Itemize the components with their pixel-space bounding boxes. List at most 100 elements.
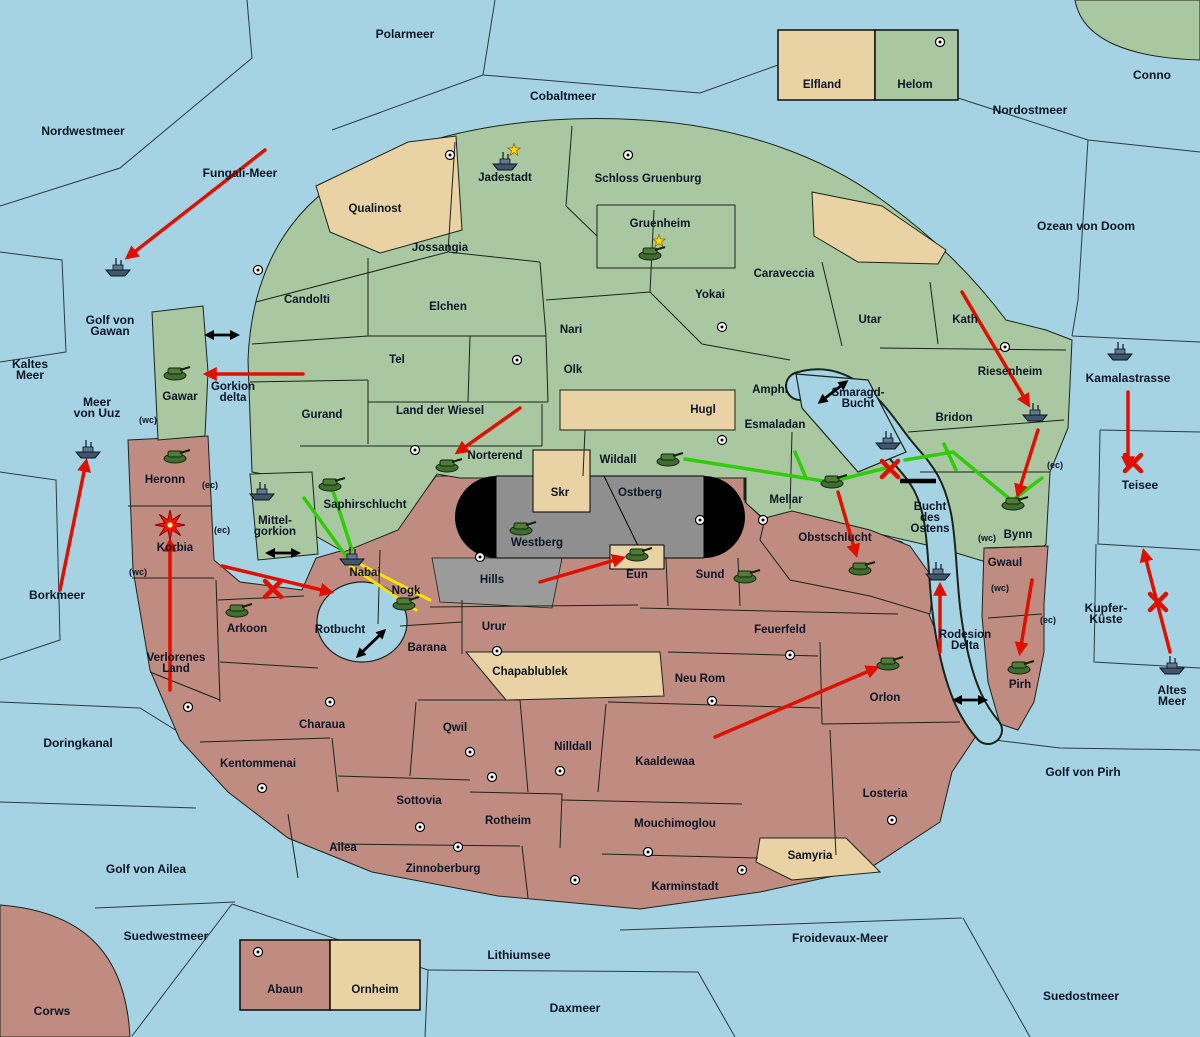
territory-label-olk[interactable]: Olk [564,364,583,376]
sea-label-golf-von-pirh[interactable]: Golf von Pirh [1045,765,1120,779]
territory-label-chapablublek[interactable]: Chapablublek [492,666,568,678]
territory-label-ornheim[interactable]: Ornheim [351,984,398,996]
territory-label-rotbucht[interactable]: Rotbucht [315,624,366,636]
territory-label-wildall[interactable]: Wildall [600,454,637,466]
tan-region-qualinost[interactable] [315,135,463,254]
territory-label-abaun[interactable]: Abaun [267,984,303,996]
tan-region-chapablublek[interactable] [464,651,665,701]
territory-label-neu-rom[interactable]: Neu Rom [675,673,725,685]
territory-label-korbia[interactable]: Korbia [157,542,194,554]
territory-label-jossangia[interactable]: Jossangia [412,242,469,254]
sea-label-daxmeer[interactable]: Daxmeer [550,1001,601,1015]
army-unit-tank[interactable] [435,458,463,473]
army-unit-tank[interactable] [392,596,420,611]
territory-label-bridon[interactable]: Bridon [935,412,972,424]
tan-region-hugl[interactable] [559,389,736,431]
sea-label-polarmeer[interactable]: Polarmeer [376,27,435,41]
territory-label-candolti[interactable]: Candolti [284,294,330,306]
sea-label-suedostmeer[interactable]: Suedostmeer [1043,989,1119,1003]
territory-label-gruenheim[interactable]: Gruenheim [630,218,691,230]
army-unit-tank[interactable] [225,603,253,618]
territory-label-samyria[interactable]: Samyria [788,850,833,862]
sea-label-teisee[interactable]: Teisee [1122,478,1159,492]
territory-label-skr[interactable]: Skr [551,487,570,499]
territory-label-hills[interactable]: Hills [480,574,504,586]
army-unit-tank[interactable] [638,246,666,261]
sea-label-borkmeer[interactable]: Borkmeer [29,588,85,602]
fleet-unit-ship[interactable] [1021,403,1049,422]
island-box-elfland[interactable] [777,29,876,101]
sea-label-kupfer-k-ste[interactable]: Kupfer-Küste [1085,601,1128,626]
army-unit-tank[interactable] [848,561,876,576]
territory-label-mittel-gorkion[interactable]: Mittel-gorkion [254,515,296,538]
skr-box[interactable] [532,449,591,513]
territory-label-bynn[interactable]: Bynn [1004,529,1033,541]
fleet-unit-ship[interactable] [248,482,276,501]
fleet-unit-ship[interactable] [491,152,519,171]
territory-label-westberg[interactable]: Westberg [511,537,563,549]
fleet-unit-ship[interactable] [104,258,132,277]
territory-label-orlon[interactable]: Orlon [870,692,901,704]
territory-label-heronn[interactable]: Heronn [145,474,185,486]
territory-label-saphirschlucht[interactable]: Saphirschlucht [323,499,406,511]
territory-label-sund[interactable]: Sund [696,569,725,581]
territory-label-sottovia[interactable]: Sottovia [396,795,442,807]
territory-label-schloss-gruenburg[interactable]: Schloss Gruenburg [595,173,702,185]
territory-label-nabai[interactable]: Nabai [349,567,380,579]
fleet-unit-ship[interactable] [1158,656,1186,675]
sea-label-fungali-meer[interactable]: Fungali-Meer [203,166,278,180]
sea-label-ozean-von-doom[interactable]: Ozean von Doom [1037,219,1135,233]
army-unit-tank[interactable] [163,366,191,381]
territory-label-feuerfeld[interactable]: Feuerfeld [754,624,806,636]
territory-label-caraveccia[interactable]: Caraveccia [754,268,815,280]
territory-label-gawar[interactable]: Gawar [162,391,198,403]
territory-label-riesenheim[interactable]: Riesenheim [978,366,1043,378]
territory-label-esmaladan[interactable]: Esmaladan [745,419,806,431]
sea-label-golf-von-ailea[interactable]: Golf von Ailea [106,862,187,876]
territory-label-qualinost[interactable]: Qualinost [348,203,401,215]
territory-label-elfland[interactable]: Elfland [803,79,841,91]
sea-label-corws[interactable]: Corws [34,1004,71,1018]
territory-label-pirh[interactable]: Pirh [1009,679,1031,691]
army-unit-tank[interactable] [820,474,848,489]
sea-label-cobaltmeer[interactable]: Cobaltmeer [530,89,596,103]
sea-label-lithiumsee[interactable]: Lithiumsee [487,948,551,962]
territory-label-yokai[interactable]: Yokai [695,289,725,301]
territory-label-qwil[interactable]: Qwil [443,722,467,734]
territory-label-helom[interactable]: Helom [897,79,932,91]
territory-label-norterend[interactable]: Norterend [468,450,523,462]
army-unit-tank[interactable] [163,449,191,464]
army-unit-tank[interactable] [876,656,904,671]
territory-label-urur[interactable]: Urur [482,621,507,633]
island-box-ornheim[interactable] [329,939,421,1011]
fleet-unit-ship[interactable] [924,562,952,581]
territory-label-kath[interactable]: Kath [952,314,978,326]
territory-label-kaaldewaa[interactable]: Kaaldewaa [635,756,695,768]
sea-label-kamalastrasse[interactable]: Kamalastrasse [1086,371,1171,385]
territory-label-utar[interactable]: Utar [858,314,882,326]
territory-label-karminstadt[interactable]: Karminstadt [651,881,718,893]
sea-label-doringkanal[interactable]: Doringkanal [43,736,112,750]
territory-label-mellar[interactable]: Mellar [769,494,803,506]
territory-label-hugl[interactable]: Hugl [690,404,716,416]
territory-label-gwaul[interactable]: Gwaul [988,557,1023,569]
sea-label-froidevaux-meer[interactable]: Froidevaux-Meer [792,931,888,945]
territory-label-tel[interactable]: Tel [389,354,405,366]
stadium-gray-band[interactable] [495,475,705,559]
tan-region-eld[interactable] [811,191,947,265]
territory-label-arkoon[interactable]: Arkoon [227,623,267,635]
army-unit-tank[interactable] [509,521,537,536]
army-unit-tank[interactable] [656,452,684,467]
territory-label-losteria[interactable]: Losteria [863,788,908,800]
territory-label-ostberg[interactable]: Ostberg [618,487,662,499]
fleet-unit-ship[interactable] [874,431,902,450]
army-unit-tank[interactable] [733,569,761,584]
